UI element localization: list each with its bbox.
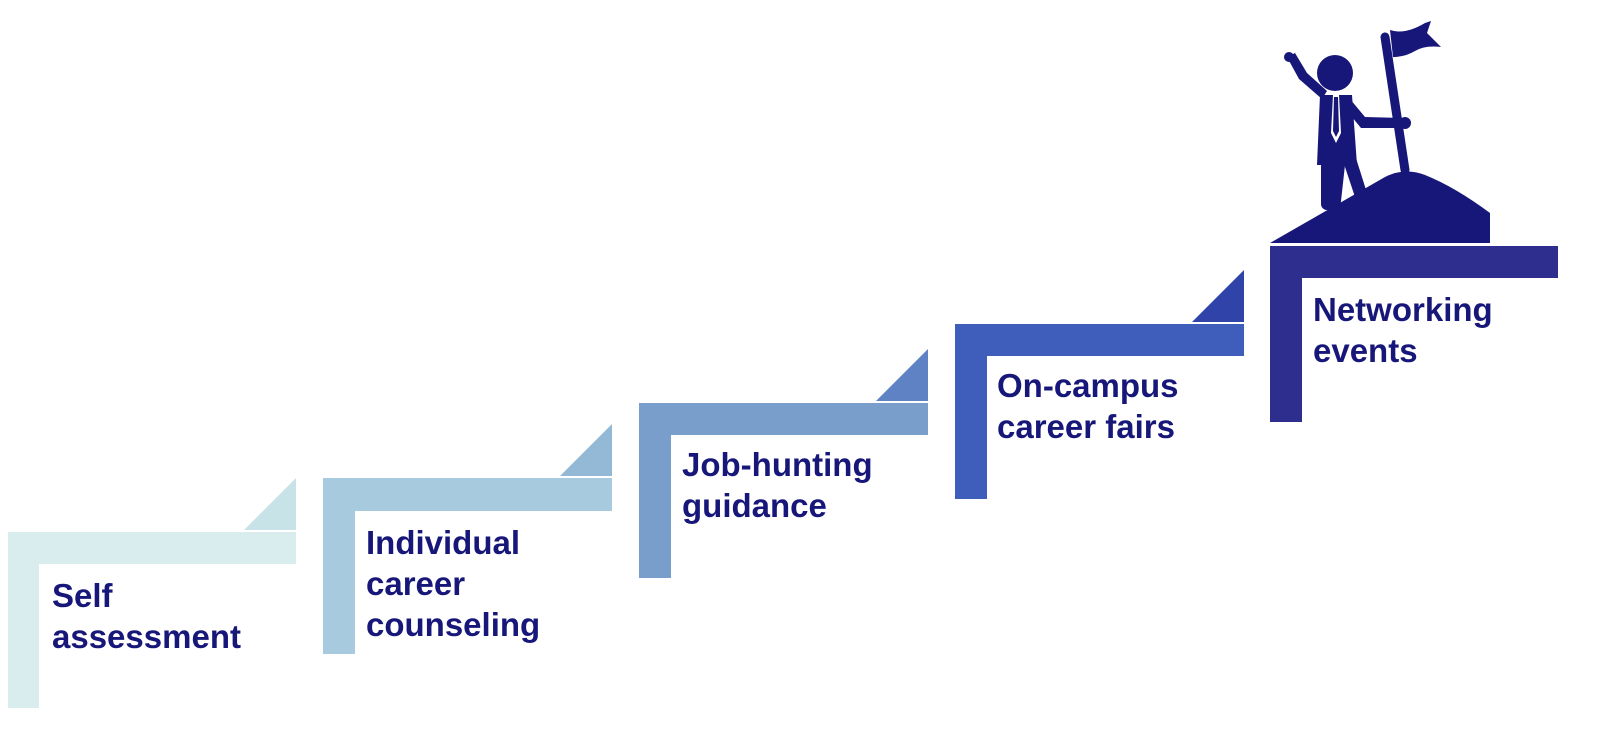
step-label-line: Job-hunting (682, 446, 873, 483)
step-label-line: career fairs (997, 408, 1175, 445)
step-post (639, 403, 671, 578)
step-label-line: Self (52, 577, 113, 614)
step-label-line: career (366, 565, 466, 602)
step-label: Individual career counseling (366, 522, 540, 645)
step-label: Self assessment (52, 575, 241, 657)
step-label: Networking events (1313, 289, 1493, 371)
step-label-line: Individual (366, 524, 521, 561)
person-with-flag-on-summit-icon (1270, 21, 1490, 243)
step-post (8, 532, 39, 708)
step-tab (876, 349, 928, 401)
step-bar (639, 403, 928, 435)
step-post (1270, 246, 1302, 422)
step-tab (1192, 270, 1244, 322)
step-label-line: events (1313, 332, 1418, 369)
step-post (323, 478, 355, 654)
step-label-line: assessment (52, 618, 241, 655)
step-label-line: Networking (1313, 291, 1493, 328)
step-label-line: guidance (682, 487, 827, 524)
step-bar (955, 324, 1244, 356)
step-label-line: counseling (366, 606, 541, 643)
step-label: On-campus career fairs (997, 365, 1179, 447)
step-tab (244, 478, 296, 530)
step-tab (560, 424, 612, 476)
step-post (955, 324, 987, 499)
step-label: Job-hunting guidance (682, 444, 873, 526)
step-bar (8, 532, 296, 564)
step-label-line: On-campus (997, 367, 1179, 404)
step-bar (323, 478, 612, 511)
step-bar (1270, 246, 1558, 278)
